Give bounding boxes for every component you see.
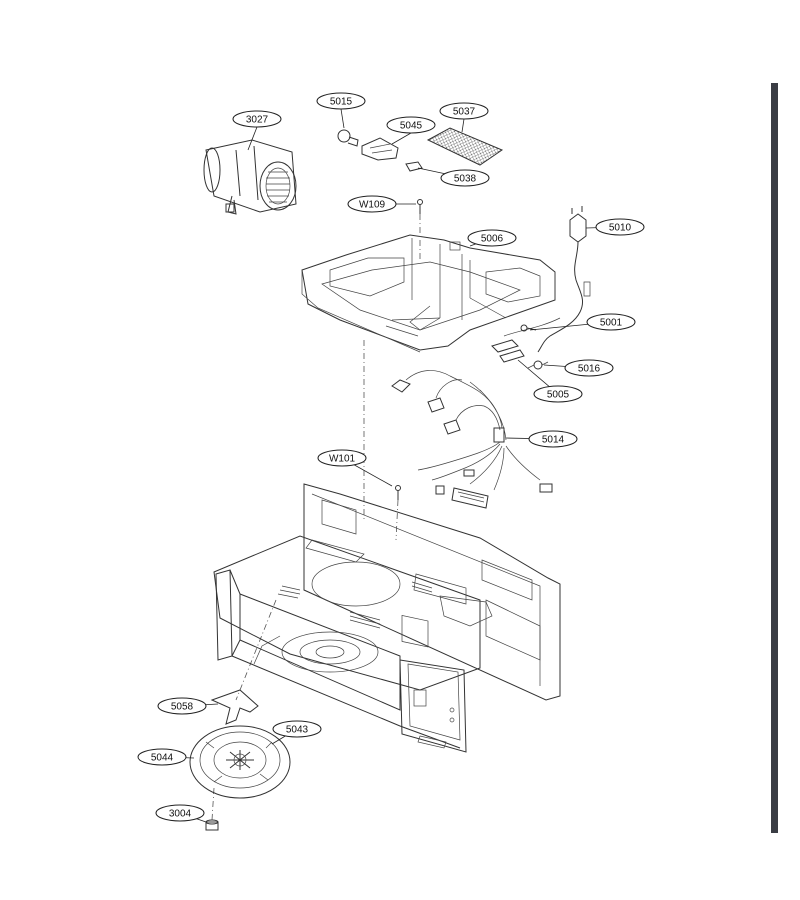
label-w101: W101: [317, 449, 367, 467]
label-5037: 5037: [439, 102, 489, 120]
svg-text:3027: 3027: [246, 115, 269, 126]
svg-text:5005: 5005: [547, 390, 570, 401]
svg-text:5006: 5006: [481, 234, 504, 245]
fuse-parts: [491, 324, 537, 363]
small-connector: [405, 161, 423, 172]
blower-fan-assembly: [203, 139, 297, 215]
label-5044: 5044: [137, 748, 187, 766]
label-5043: 5043: [272, 720, 322, 738]
alignment-lines: [211, 214, 421, 821]
label-5014: 5014: [528, 430, 578, 448]
label-5010: 5010: [595, 218, 645, 236]
svg-text:5038: 5038: [454, 174, 477, 185]
svg-text:5014: 5014: [542, 435, 565, 446]
label-3027: 3027: [232, 110, 282, 128]
bushing-3004: [205, 819, 219, 831]
svg-text:5010: 5010: [609, 223, 632, 234]
svg-text:5001: 5001: [600, 318, 623, 329]
label-w109: W109: [347, 195, 397, 213]
screw-w109: [417, 199, 423, 214]
svg-text:5058: 5058: [171, 702, 194, 713]
svg-text:5037: 5037: [453, 107, 476, 118]
oven-cavity-chassis: [213, 483, 561, 753]
svg-text:5016: 5016: [578, 364, 601, 375]
screw-w101: [395, 485, 401, 500]
svg-text:5043: 5043: [286, 725, 309, 736]
thermostat: [527, 360, 549, 370]
lamp-socket: [361, 137, 399, 161]
label-5058: 5058: [157, 697, 207, 715]
label-5001: 5001: [586, 313, 636, 331]
lamp-bulb: [337, 129, 359, 147]
charcoal-filter-grille: [426, 127, 504, 166]
svg-text:3004: 3004: [169, 809, 192, 820]
label-5038: 5038: [440, 169, 490, 187]
svg-text:5015: 5015: [330, 97, 353, 108]
label-5045: 5045: [386, 116, 436, 134]
svg-text:W101: W101: [329, 454, 356, 465]
leader-lines: [161, 108, 621, 823]
svg-text:5045: 5045: [400, 121, 423, 132]
label-5006: 5006: [467, 229, 517, 247]
base-plate-duct: [301, 234, 556, 353]
label-5016: 5016: [564, 359, 614, 377]
svg-text:W109: W109: [359, 200, 386, 211]
stirrer-motor-housing: [189, 725, 291, 799]
label-3004: 3004: [155, 804, 205, 822]
power-cord: [503, 206, 591, 353]
turntable-coupler: [210, 689, 259, 725]
label-5005: 5005: [533, 385, 583, 403]
right-edge-bar: [771, 83, 778, 833]
label-5015: 5015: [316, 92, 366, 110]
wire-harness: [391, 370, 553, 509]
svg-text:5044: 5044: [151, 753, 174, 764]
part-labels: 3027 5015 5037 5045 5038 W109 5006 5010: [137, 92, 645, 822]
vent-slots: [277, 581, 433, 629]
